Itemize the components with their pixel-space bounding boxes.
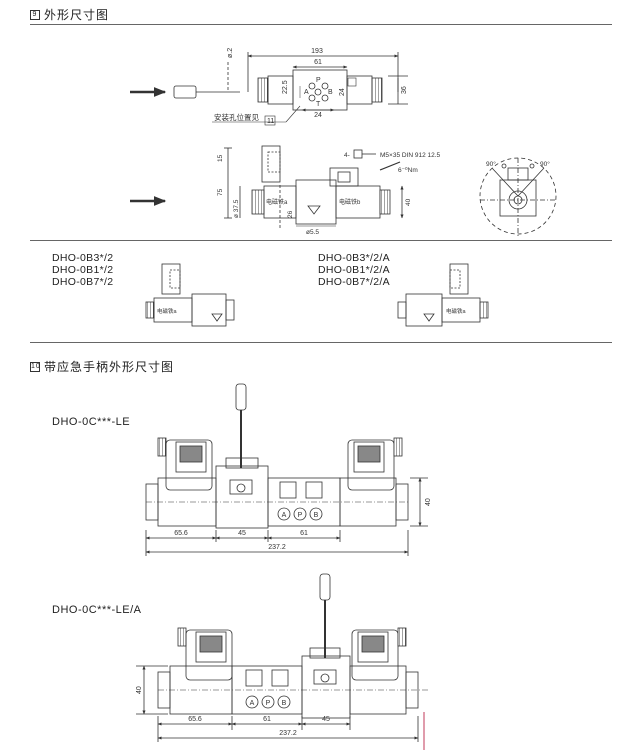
mounting-note: 安装孔位置见 xyxy=(214,112,259,122)
port-t-label: T xyxy=(316,101,321,108)
model-item: DHO-0B7*/2/A xyxy=(318,276,390,288)
angle-left: 90° xyxy=(486,160,496,168)
dim-37-5: ø 37.5 xyxy=(233,199,240,218)
section-rule-lower xyxy=(30,342,612,343)
lea-dim-65-6: 65.6 xyxy=(188,716,202,723)
lea-valve-drawing xyxy=(136,573,428,750)
model-drawing-right xyxy=(397,263,489,327)
model-label-le: DHO-0C***-LE xyxy=(52,416,131,428)
model-list-right: DHO-0B3*/2/A DHO-0B1*/2/A DHO-0B7*/2/A xyxy=(318,252,390,288)
section-number-box: 10 xyxy=(30,361,41,372)
le-dim-40: 40 xyxy=(425,498,432,506)
lea-dim-61: 61 xyxy=(263,716,271,723)
section-heading-outline: 9 外形尺寸图 xyxy=(30,6,109,23)
lea-port-b: B xyxy=(282,700,287,707)
port-p-label: P xyxy=(316,77,321,84)
torque-spec: 6⁻⁰Nm xyxy=(398,166,418,174)
model-list-left: DHO-0B3*/2 DHO-0B1*/2 DHO-0B7*/2 xyxy=(52,252,113,288)
model-item: DHO-0B1*/2 xyxy=(52,264,114,276)
section-title: 外形尺寸图 xyxy=(44,8,110,22)
section-title: 带应急手柄外形尺寸图 xyxy=(44,360,175,374)
port-circles-le xyxy=(277,507,323,521)
dim-15: 15 xyxy=(217,154,224,162)
dim-24b: 24 xyxy=(314,112,322,119)
model-drawing-left xyxy=(145,263,235,327)
dim-40: 40 xyxy=(405,198,412,206)
section-number-box: 9 xyxy=(30,9,40,20)
dim-22-5: 22.5 xyxy=(282,80,289,94)
model-item: DHO-0B3*/2 xyxy=(52,252,114,264)
dim-61: 61 xyxy=(314,59,322,66)
le-port-b: B xyxy=(314,512,319,519)
model-item: DHO-0B7*/2 xyxy=(52,276,114,288)
bolt-qty: 4- xyxy=(344,152,350,159)
port-a-label: A xyxy=(304,89,309,96)
dim-36: 36 xyxy=(401,86,408,94)
coil-a-label: 电磁铁a xyxy=(266,198,288,206)
model-label-lea: DHO-0C***-LE/A xyxy=(52,604,142,616)
small-coil-label-right: 电磁铁a xyxy=(446,307,467,315)
le-port-p: P xyxy=(298,512,303,519)
le-dim-237-2: 237.2 xyxy=(268,544,286,551)
lea-dim-237-2: 237.2 xyxy=(279,730,297,737)
dim-75: 75 xyxy=(217,188,224,196)
dim-26: 26 xyxy=(287,210,294,218)
lea-port-a: A xyxy=(250,700,255,707)
coil-b-label: 电磁铁b xyxy=(339,198,361,206)
end-view-drawing xyxy=(479,157,557,236)
le-dim-61: 61 xyxy=(300,530,308,537)
dim-193: 193 xyxy=(311,48,323,55)
mounting-note-ref: 11 xyxy=(267,118,274,125)
le-dim-65-6: 65.6 xyxy=(174,530,188,537)
section-rule-top xyxy=(30,24,612,25)
angle-right: 90° xyxy=(540,160,550,168)
le-dim-45: 45 xyxy=(238,530,246,537)
dim-phi2: ø.2 xyxy=(227,48,234,58)
le-valve-drawing xyxy=(145,383,428,556)
side-view-drawing xyxy=(130,145,404,230)
section-rule-mid xyxy=(30,240,612,241)
dim-phi5-5: ø5.5 xyxy=(306,229,319,236)
top-view-drawing xyxy=(130,52,408,126)
model-item: DHO-0B3*/2/A xyxy=(318,252,390,264)
model-item: DHO-0B1*/2/A xyxy=(318,264,390,276)
bolt-spec: M5×35 DIN 912 12.5 xyxy=(380,152,441,159)
le-port-a: A xyxy=(282,512,287,519)
port-circles-lea xyxy=(245,695,291,709)
small-coil-label-left: 电磁铁a xyxy=(157,307,178,315)
lea-dim-40: 40 xyxy=(136,686,143,694)
lea-port-p: P xyxy=(266,700,271,707)
dim-24a: 24 xyxy=(339,88,346,96)
port-b-label: B xyxy=(328,89,333,96)
section-heading-handle: 10 带应急手柄外形尺寸图 xyxy=(30,358,174,375)
lea-dim-45: 45 xyxy=(322,716,330,723)
